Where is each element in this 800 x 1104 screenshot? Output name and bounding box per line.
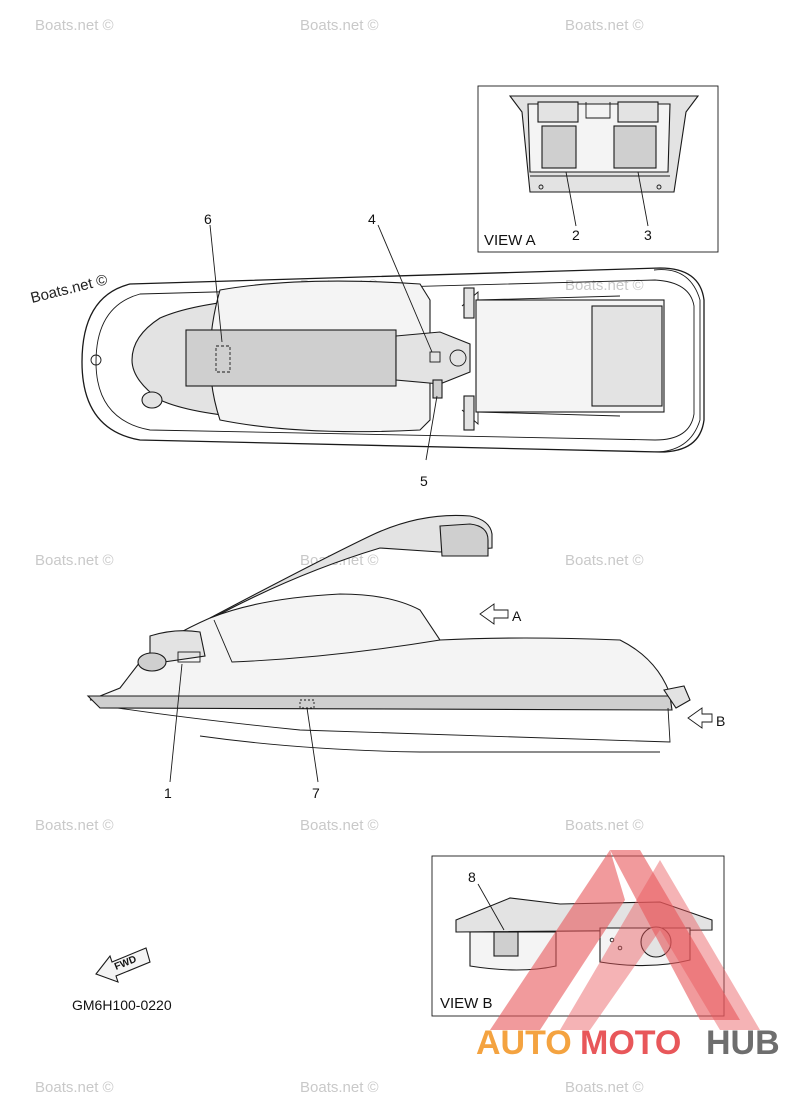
arrow-a-label: A: [512, 608, 522, 624]
watermark: Boats.net ©: [300, 817, 379, 834]
fwd-arrow-icon: [95, 947, 151, 983]
watermark: Boats.net ©: [35, 552, 114, 569]
watermark: Boats.net ©: [300, 1079, 379, 1096]
brand-hub: HUB: [706, 1024, 780, 1062]
callout-1: 1: [164, 785, 172, 801]
callout-4: 4: [368, 211, 376, 227]
callout-7: 7: [312, 785, 320, 801]
watermark: Boats.net ©: [565, 552, 644, 569]
handle-pole: [209, 514, 493, 619]
label-8-decal: [493, 931, 519, 957]
handlebar-right: [463, 395, 475, 431]
view-a-arrow: [479, 603, 509, 625]
view-a-inset: 2 3 VIEW A: [477, 85, 719, 253]
label-5-location: [432, 379, 443, 399]
watermark: Boats.net ©: [565, 277, 644, 294]
automotohub-logo: AUTO MOTO HUB: [476, 850, 780, 1062]
part-number: GM6H100-0220: [72, 997, 172, 1013]
fwd-indicator: FWD: [95, 947, 151, 983]
watermark: Boats.net ©: [35, 1079, 114, 1096]
arrow-b-label: B: [716, 713, 725, 729]
hull-upper: [89, 593, 673, 701]
view-b-arrow: [687, 707, 713, 729]
watermark: Boats.net ©: [565, 17, 644, 34]
top-view: 6 4 5: [81, 211, 705, 489]
bow-eye: [90, 354, 102, 366]
handlebar-left: [463, 287, 475, 319]
hull-outline: [81, 267, 705, 453]
callout-3: 3: [644, 227, 652, 243]
watermark: Boats.net ©: [565, 1079, 644, 1096]
watermark: Boats.net ©: [35, 17, 114, 34]
view-b-label: VIEW B: [440, 995, 493, 1012]
callout-6: 6: [204, 211, 212, 227]
label-6-location: [215, 345, 231, 373]
watermark-main: Boats.net ©: [29, 271, 109, 307]
watermark: Boats.net ©: [300, 17, 379, 34]
side-view: A B 1 7: [86, 514, 725, 801]
watermark: Boats.net ©: [565, 817, 644, 834]
view-a-label: VIEW A: [484, 232, 536, 249]
gunwale: [86, 695, 673, 711]
callout-2: 2: [572, 227, 580, 243]
label-1-location: [177, 651, 201, 663]
view-a-frame: [477, 85, 719, 253]
view-b-frame: [431, 855, 725, 1017]
label-2-decal: [541, 125, 577, 169]
callout-5: 5: [420, 473, 428, 489]
brand-moto: MOTO: [580, 1024, 681, 1062]
callout-8: 8: [468, 869, 476, 885]
watermark: Boats.net ©: [35, 817, 114, 834]
seat-pad: [185, 329, 397, 387]
brand-auto: AUTO: [476, 1024, 572, 1062]
label-3-decal: [613, 125, 657, 169]
label-4-location: [429, 351, 441, 363]
